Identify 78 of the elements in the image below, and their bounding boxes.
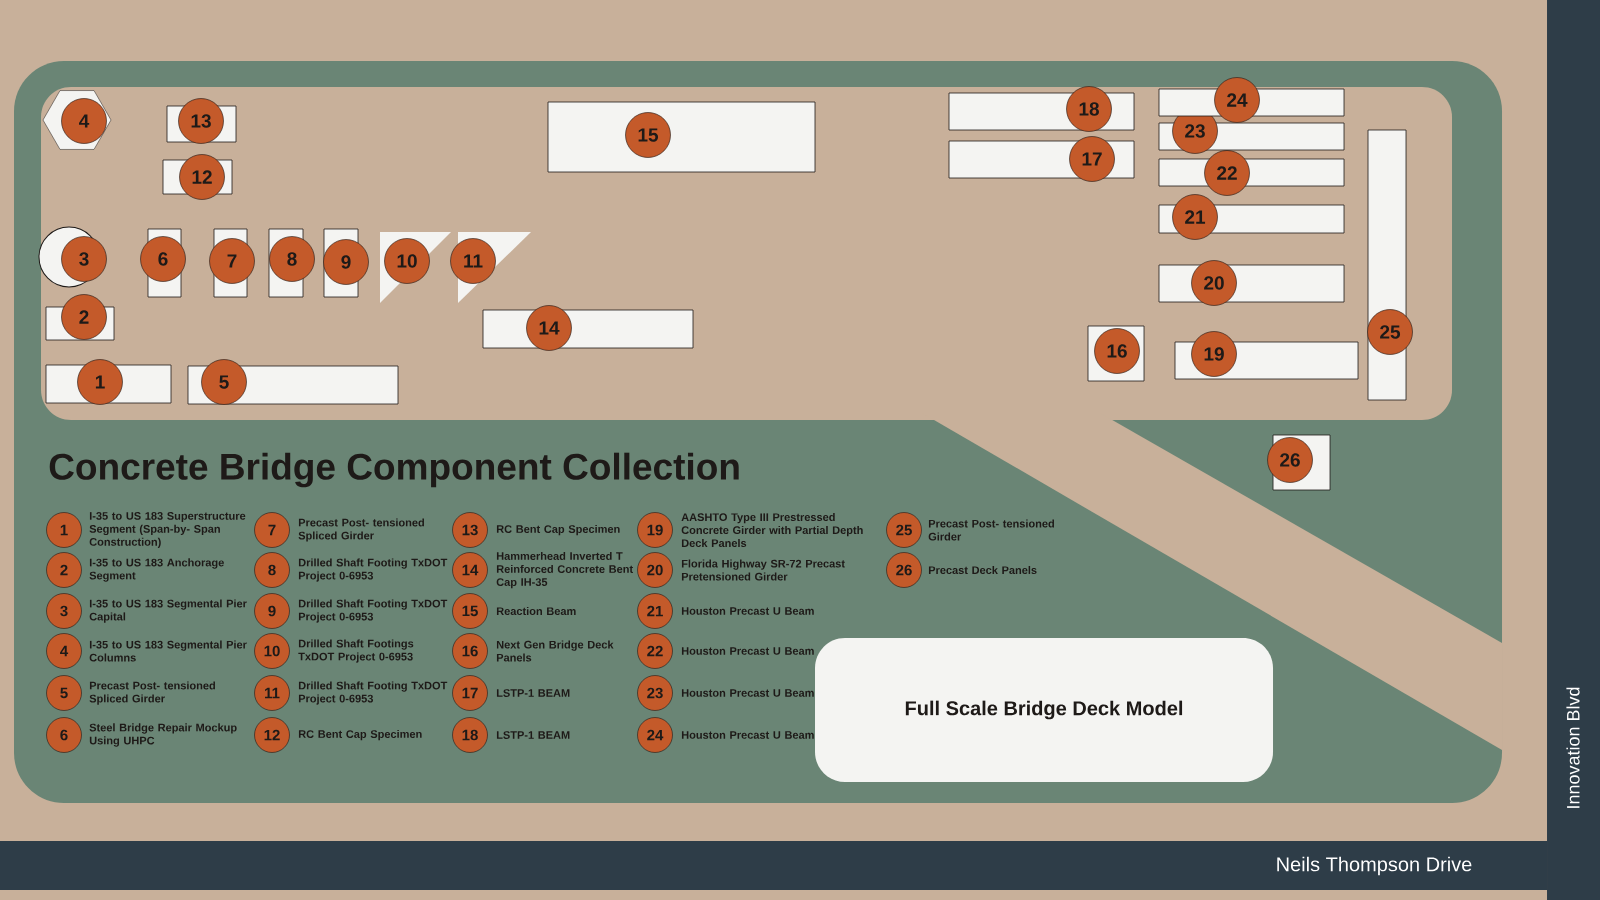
legend-text: Precast Post- tensioned Spliced Girder [89, 681, 215, 705]
specimen-footprint: 1 [45, 359, 172, 405]
number-badge: 8 [254, 552, 290, 588]
specimen-footprint: 10 [380, 232, 451, 303]
number-badge: 11 [254, 675, 290, 711]
legend-text: Drilled Shaft Footings TxDOT Project 0-6953 [298, 639, 414, 663]
specimen-footprint: 14 [482, 305, 694, 351]
legend-text: Steel Bridge Repair Mockup Using UHPC [89, 723, 237, 747]
specimen-footprint: 16 [1087, 325, 1145, 382]
model-slab: Full Scale Bridge Deck Model [815, 638, 1273, 782]
specimen-footprint: 22 [1158, 150, 1345, 196]
specimen-footprint: 18 [948, 86, 1135, 132]
specimen-footprint: 21 [1158, 194, 1345, 240]
specimen-footprint: 15 [547, 101, 816, 173]
specimen-footprint: 5 [187, 359, 399, 405]
number-badge: 1 [46, 512, 82, 548]
number-badge: 14 [452, 552, 488, 588]
legend-text: Drilled Shaft Footing TxDOT Project 0-6953 [298, 599, 448, 623]
specimen-footprint: 9 [323, 228, 369, 298]
number-badge: 17 [452, 675, 488, 711]
number-badge: 24 [637, 717, 673, 753]
number-badge: 2 [46, 552, 82, 588]
number-badge: 21 [637, 593, 673, 629]
specimen-footprint: 19 [1174, 331, 1359, 380]
legend-text: Drilled Shaft Footing TxDOT Project 0-6953 [298, 558, 448, 582]
legend-text: I-35 to US 183 Segmental Pier Capital [89, 599, 247, 623]
number-badge: 18 [452, 717, 488, 753]
legend-text: Precast Post- tensioned Girder [928, 519, 1054, 541]
legend-text: LSTP-1 BEAM [496, 689, 570, 697]
number-badge: 7 [254, 512, 290, 548]
number-badge: 15 [452, 593, 488, 629]
number-badge: 19 [637, 512, 673, 548]
specimen-footprint: 20 [1158, 260, 1345, 306]
specimen-footprint: 3 [38, 226, 107, 288]
legend-text: Houston Precast U Beam [681, 607, 814, 615]
specimen-footprint: 25 [1367, 129, 1413, 401]
number-badge: 12 [254, 717, 290, 753]
number-badge: 20 [637, 552, 673, 588]
legend-text: Next Gen Bridge Deck Panels [496, 640, 614, 662]
title: Concrete Bridge Component Collection [49, 452, 739, 488]
legend-text: I-35 to US 183 Superstructure Segment (Span-by- Span Construction) [89, 512, 246, 548]
specimen-footprint: 8 [268, 228, 315, 298]
legend-text: I-35 to US 183 Segmental Pier Columns [89, 640, 247, 662]
legend-text: Hammerhead Inverted T Reinforced Concrete Bent Cap IH-35 [496, 551, 633, 589]
legend-text: Precast Post- tensioned Spliced Girder [298, 518, 424, 542]
legend-text: Reaction Beam [496, 606, 576, 616]
number-badge: 6 [46, 717, 82, 753]
number-badge: 23 [637, 675, 673, 711]
street-name: Neils Thompson Drive [1277, 856, 1472, 876]
specimen-footprint: 7 [209, 228, 255, 298]
legend-text: RC Bent Cap Specimen [298, 729, 422, 741]
specimen-footprint: 13 [166, 98, 237, 144]
specimen-footprint: 26 [1267, 434, 1331, 491]
specimen-footprint: 6 [140, 228, 186, 298]
legend-text: LSTP-1 BEAM [496, 731, 570, 739]
legend-text: Drilled Shaft Footing TxDOT Project 0-6953 [298, 681, 448, 705]
number-badge: 25 [886, 512, 922, 548]
legend-text: Florida Highway SR-72 Precast Pretensioned Girder [681, 559, 845, 581]
number-badge: 9 [254, 593, 290, 629]
number-badge: 3 [46, 593, 82, 629]
number-badge: 16 [452, 633, 488, 669]
number-badge: 5 [46, 675, 82, 711]
number-badge: 4 [46, 633, 82, 669]
number-badge: 26 [886, 552, 922, 588]
legend-text: Precast Deck Panels [928, 565, 1037, 575]
specimen-footprint: 11 [450, 232, 531, 303]
specimen-footprint: 17 [948, 136, 1135, 182]
legend-text: RC Bent Cap Specimen [496, 524, 620, 536]
street-name: Innovation Blvd [1566, 687, 1580, 808]
number-badge: 13 [452, 512, 488, 548]
specimen-footprint: 24 [1158, 77, 1345, 123]
legend-text: I-35 to US 183 Anchorage Segment [89, 558, 224, 582]
specimen-footprint: 12 [162, 154, 233, 200]
number-badge: 22 [637, 633, 673, 669]
number-badge: 10 [254, 633, 290, 669]
specimen-footprint: 2 [45, 294, 115, 341]
legend-text: AASHTO Type III Prestressed Concrete Girder with Partial Depth Deck Panels [681, 512, 863, 548]
specimen-footprint: 4 [42, 90, 112, 150]
